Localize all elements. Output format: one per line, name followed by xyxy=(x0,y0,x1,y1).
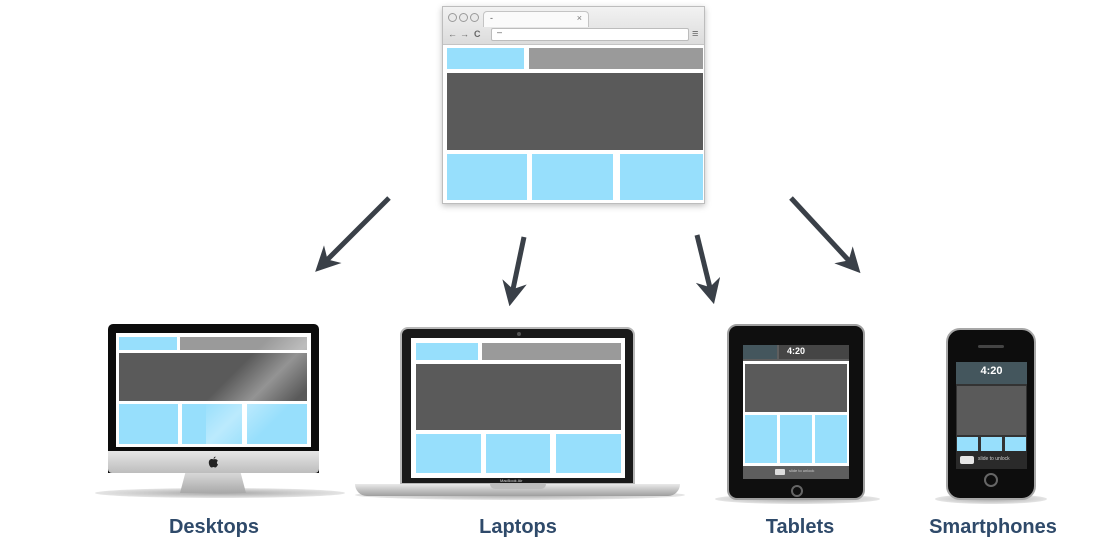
menu-icon[interactable]: ≡ xyxy=(692,28,699,40)
smartphone-display: 4:20 slide to unlock xyxy=(956,362,1027,469)
tablet-lock-time: 4:20 xyxy=(786,346,805,356)
browser-tab[interactable]: - × xyxy=(483,11,589,27)
browser-window: - × ← → C – ≡ xyxy=(442,6,705,204)
arrow-to-smartphones xyxy=(789,196,861,274)
smartphone-block-col-3 xyxy=(1005,437,1026,451)
smartphone-block-hero xyxy=(957,386,1026,435)
reload-icon[interactable]: C xyxy=(474,29,481,39)
smartphone-lock-time: 4:20 xyxy=(980,365,1003,377)
desktop-shadow xyxy=(95,488,345,498)
layout-block-hero xyxy=(447,73,703,150)
layout-block-col-3 xyxy=(620,154,703,200)
tablet-lock-bar xyxy=(743,345,849,361)
tab-close-icon[interactable]: × xyxy=(576,13,582,23)
laptop-brand-text: MacBook Air xyxy=(500,478,523,483)
smartphone-speaker xyxy=(978,345,1004,348)
smartphone-block-col-2 xyxy=(981,437,1002,451)
label-smartphones: Smartphones xyxy=(929,516,1057,538)
address-bar[interactable]: – xyxy=(491,27,689,41)
smartphone-lock-bar xyxy=(956,362,1027,384)
desktop-block-logo xyxy=(119,337,177,350)
laptop-block-logo xyxy=(416,343,478,360)
desktop-block-col-2 xyxy=(182,404,242,444)
arrow-to-tablets xyxy=(694,234,721,305)
laptop-block-col-3 xyxy=(556,434,621,473)
desktop-stand xyxy=(180,473,246,493)
address-text: – xyxy=(497,27,503,37)
smartphone-slider-knob[interactable] xyxy=(960,456,974,464)
apple-logo-icon xyxy=(208,456,218,468)
label-laptops: Laptops xyxy=(479,516,557,538)
desktop-chin xyxy=(108,451,319,473)
smartphone-unlock-text: slide to unlock xyxy=(978,456,1010,462)
laptop-block-col-1 xyxy=(416,434,481,473)
laptop-block-nav xyxy=(482,343,621,360)
laptop-display xyxy=(411,338,625,478)
desktop-block-col-3 xyxy=(247,404,307,444)
back-arrow-icon[interactable]: ← xyxy=(448,29,457,39)
tablet-block-col-3 xyxy=(815,415,847,463)
laptop-camera-icon xyxy=(517,332,521,336)
tablet-block-col-2 xyxy=(780,415,812,463)
desktop-block-nav xyxy=(180,337,307,350)
arrow-to-desktops xyxy=(315,196,391,272)
layout-block-col-2 xyxy=(532,154,613,200)
window-close-dot-icon[interactable] xyxy=(448,13,457,22)
tablet-display: 4:20 slide to unlock xyxy=(743,345,849,479)
browser-chrome: - × ← → C – ≡ xyxy=(443,7,704,45)
forward-arrow-icon[interactable]: → xyxy=(460,29,469,39)
tablet-slider-knob[interactable] xyxy=(775,469,785,475)
window-zoom-dot-icon[interactable] xyxy=(470,13,479,22)
arrow-to-laptops xyxy=(502,236,527,307)
layout-block-logo xyxy=(447,48,524,69)
tablet-unlock-text: slide to unlock xyxy=(789,468,815,473)
label-desktops: Desktops xyxy=(168,516,260,538)
tablet-unlock-bar: slide to unlock xyxy=(743,466,849,479)
layout-block-nav xyxy=(529,48,703,69)
desktop-display xyxy=(116,333,311,447)
desktop-block-col-1 xyxy=(119,404,178,444)
laptop-block-hero xyxy=(416,364,621,430)
desktop-glare xyxy=(206,333,311,447)
smartphone-unlock-bar: slide to unlock xyxy=(956,451,1027,469)
layout-block-col-1 xyxy=(447,154,527,200)
laptop-base xyxy=(355,484,680,496)
smartphone-block-col-1 xyxy=(957,437,978,451)
tab-title: - xyxy=(490,13,493,23)
tablet-block-col-1 xyxy=(745,415,777,463)
window-minimize-dot-icon[interactable] xyxy=(459,13,468,22)
tablet-home-button[interactable] xyxy=(791,485,803,497)
laptop-notch xyxy=(490,484,546,489)
label-tablets: Tablets xyxy=(765,516,835,538)
tablet-block-hero xyxy=(745,364,847,412)
laptop-block-col-2 xyxy=(486,434,550,473)
desktop-block-hero xyxy=(119,353,307,401)
smartphone-home-button[interactable] xyxy=(984,473,998,487)
